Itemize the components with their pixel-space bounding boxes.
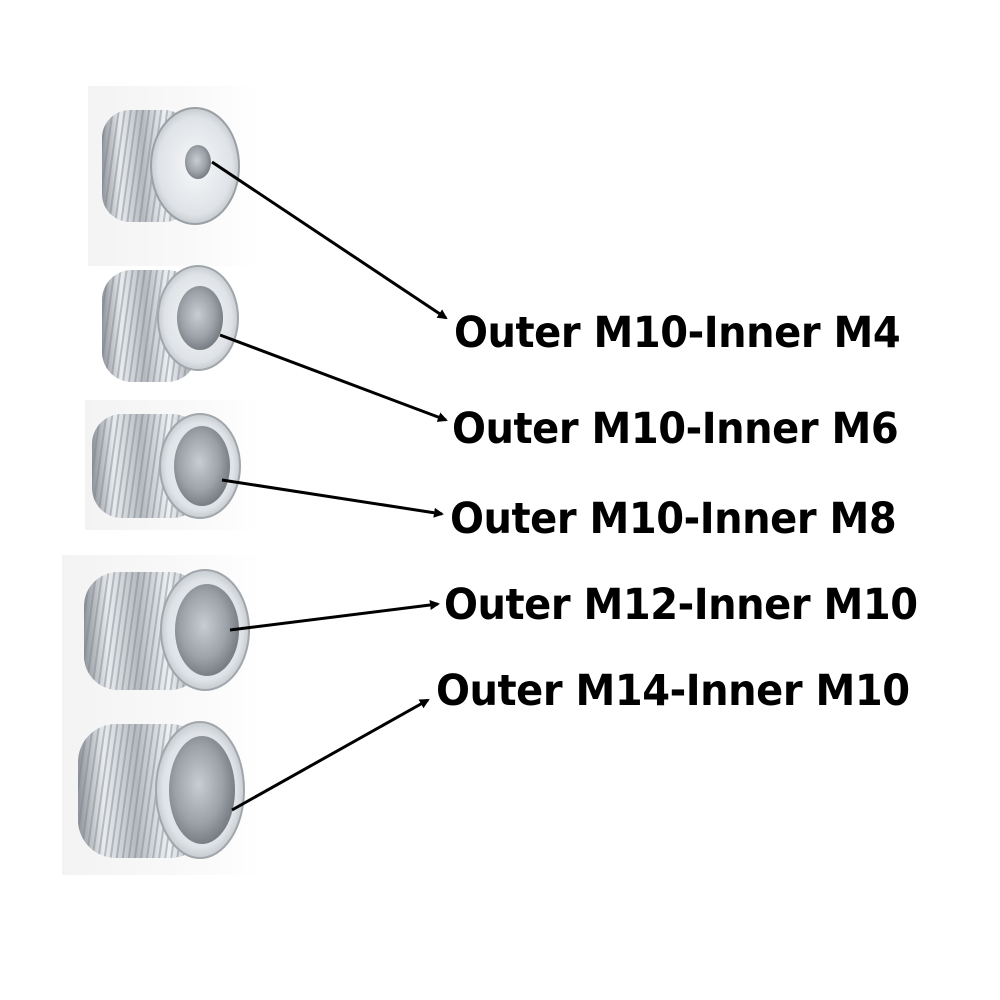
- arrow-5: [231, 698, 430, 812]
- arrow-4: [229, 600, 440, 632]
- insert-2-thread: [102, 265, 239, 382]
- insert-label-5: Outer M14-Inner M10: [436, 666, 910, 716]
- insert-3-thread: [92, 413, 241, 519]
- arrow-2: [219, 333, 448, 422]
- insert-1-thread: [102, 107, 240, 225]
- insert-5-thread: [78, 721, 245, 859]
- insert-label-1: Outer M10-Inner M4: [454, 308, 901, 358]
- arrow-1: [211, 160, 448, 320]
- insert-4-thread: [84, 569, 250, 691]
- insert-label-4: Outer M12-Inner M10: [444, 580, 918, 630]
- insert-label-3: Outer M10-Inner M8: [450, 494, 897, 544]
- insert-label-2: Outer M10-Inner M6: [452, 404, 899, 454]
- arrow-3: [221, 478, 444, 518]
